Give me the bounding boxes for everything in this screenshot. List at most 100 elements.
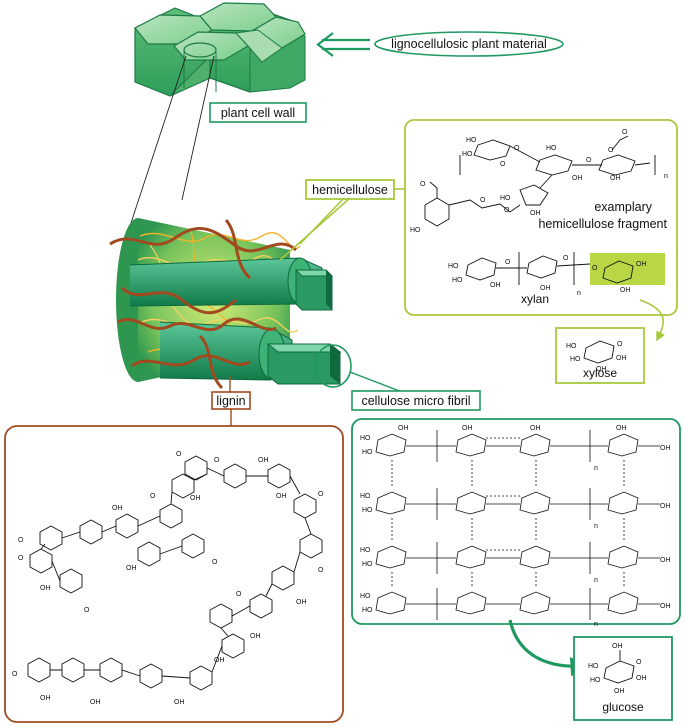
svg-text:HO: HO [448, 263, 459, 270]
svg-text:OH: OH [530, 425, 541, 432]
glucose-structure [603, 650, 635, 684]
svg-text:HO: HO [570, 356, 581, 363]
svg-text:OH: OH [596, 366, 607, 373]
cellulose-panel [351, 418, 681, 625]
svg-text:O: O [84, 607, 90, 614]
lignin-panel [4, 425, 344, 723]
fibril-connector [349, 371, 403, 393]
svg-text:OH: OH [660, 603, 671, 610]
svg-text:O: O [500, 161, 506, 168]
svg-text:OH: OH [572, 175, 583, 182]
source-arrow [316, 32, 370, 57]
cellulose-hydrogen-bonds [391, 437, 625, 588]
svg-text:OH: OH [40, 585, 51, 592]
svg-text:OH: OH [112, 505, 123, 512]
svg-text:HO: HO [410, 227, 421, 234]
microfibril-label: cellulose micro fibril [361, 394, 470, 408]
svg-text:OH: OH [276, 493, 287, 500]
svg-text:HO: HO [362, 507, 373, 514]
svg-text:OH: OH [610, 175, 621, 182]
svg-text:O: O [12, 671, 18, 678]
svg-text:O: O [176, 451, 182, 458]
svg-text:O: O [420, 181, 426, 188]
xylan-to-xylose-arrow [639, 299, 665, 342]
xylan-highlight [590, 253, 665, 285]
svg-text:HO: HO [360, 547, 371, 554]
lignin-label: lignin [216, 394, 245, 408]
svg-text:n: n [594, 621, 598, 628]
honeycomb-tissue-illustration [134, 2, 306, 97]
svg-text:OH: OH [296, 599, 307, 606]
cellulose-atoms: HO HO OH OH OH OH OH n HO HO OH n HO HO … [360, 425, 671, 628]
svg-text:O: O [18, 537, 24, 544]
svg-text:OH: OH [660, 445, 671, 452]
svg-text:OH: OH [258, 457, 269, 464]
xylose-box [555, 327, 645, 384]
xylan-label: xylan [521, 292, 549, 306]
cellulose-chains-structure [375, 430, 660, 620]
svg-text:O: O [592, 265, 598, 272]
svg-text:OH: OH [660, 503, 671, 510]
svg-text:HO: HO [360, 435, 371, 442]
svg-text:n: n [594, 465, 598, 472]
svg-text:OH: OH [398, 425, 409, 432]
svg-text:HO: HO [566, 343, 577, 350]
hemicellulose-fragment-atoms: HO HO O O HO OH O OH O O n HO OH O O HO … [410, 129, 668, 234]
lignin-polymer-structure [27, 455, 323, 691]
svg-text:HO: HO [362, 561, 373, 568]
svg-text:OH: OH [530, 210, 541, 217]
cell-wall-label-box [209, 102, 307, 123]
svg-text:OH: OH [40, 695, 51, 702]
svg-text:O: O [236, 591, 242, 598]
svg-text:O: O [636, 659, 642, 666]
svg-text:O: O [504, 207, 510, 214]
svg-text:OH: OH [620, 287, 631, 294]
svg-text:OH: OH [462, 425, 473, 432]
svg-text:OH: OH [250, 633, 261, 640]
zoom-line-right [181, 55, 215, 201]
svg-text:HO: HO [546, 145, 557, 152]
svg-text:O: O [150, 493, 156, 500]
svg-text:O: O [480, 197, 486, 204]
svg-text:HO: HO [452, 277, 463, 284]
svg-text:OH: OH [616, 355, 627, 362]
svg-text:n: n [664, 173, 668, 180]
xylan-atoms: HO HO OH O OH O O n OH OH [448, 255, 647, 297]
lignin-atoms: O O OH OH OH O OH O O OH O OH O O O OH O… [12, 451, 324, 706]
hemi-connector-2 [279, 197, 351, 261]
svg-text:O: O [617, 341, 623, 348]
svg-text:OH: OH [490, 282, 501, 289]
cell-wall-bundle-illustration [109, 218, 342, 390]
svg-text:HO: HO [462, 151, 473, 158]
hemicellulose-fragment-structure [424, 135, 656, 227]
source-label: lignocellulosic plant material [391, 37, 547, 51]
svg-text:OH: OH [614, 688, 625, 695]
svg-text:HO: HO [362, 607, 373, 614]
svg-text:O: O [622, 129, 628, 136]
svg-text:O: O [318, 567, 324, 574]
svg-text:OH: OH [636, 675, 647, 682]
glucose-box [573, 636, 673, 721]
svg-text:O: O [18, 555, 24, 562]
microfibril-label-box [351, 390, 481, 411]
exemplary-label-line2: hemicellulose fragment [538, 217, 667, 231]
zoom-line-left [127, 55, 187, 233]
svg-text:HO: HO [360, 593, 371, 600]
svg-text:n: n [594, 523, 598, 530]
xylose-atoms: HO HO OH O OH [566, 341, 627, 373]
xylan-highlight-ring [602, 260, 634, 284]
svg-text:HO: HO [588, 663, 599, 670]
svg-text:OH: OH [214, 657, 225, 664]
svg-text:O: O [586, 157, 592, 164]
svg-text:OH: OH [90, 699, 101, 706]
svg-text:HO: HO [590, 677, 601, 684]
svg-text:HO: HO [466, 137, 477, 144]
svg-text:O: O [505, 259, 511, 266]
source-label-oval [374, 31, 564, 57]
svg-text:n: n [594, 577, 598, 584]
svg-text:HO: HO [360, 493, 371, 500]
xylose-structure [583, 340, 615, 364]
svg-text:O: O [563, 255, 569, 262]
cell-wall-label: plant cell wall [221, 106, 295, 120]
